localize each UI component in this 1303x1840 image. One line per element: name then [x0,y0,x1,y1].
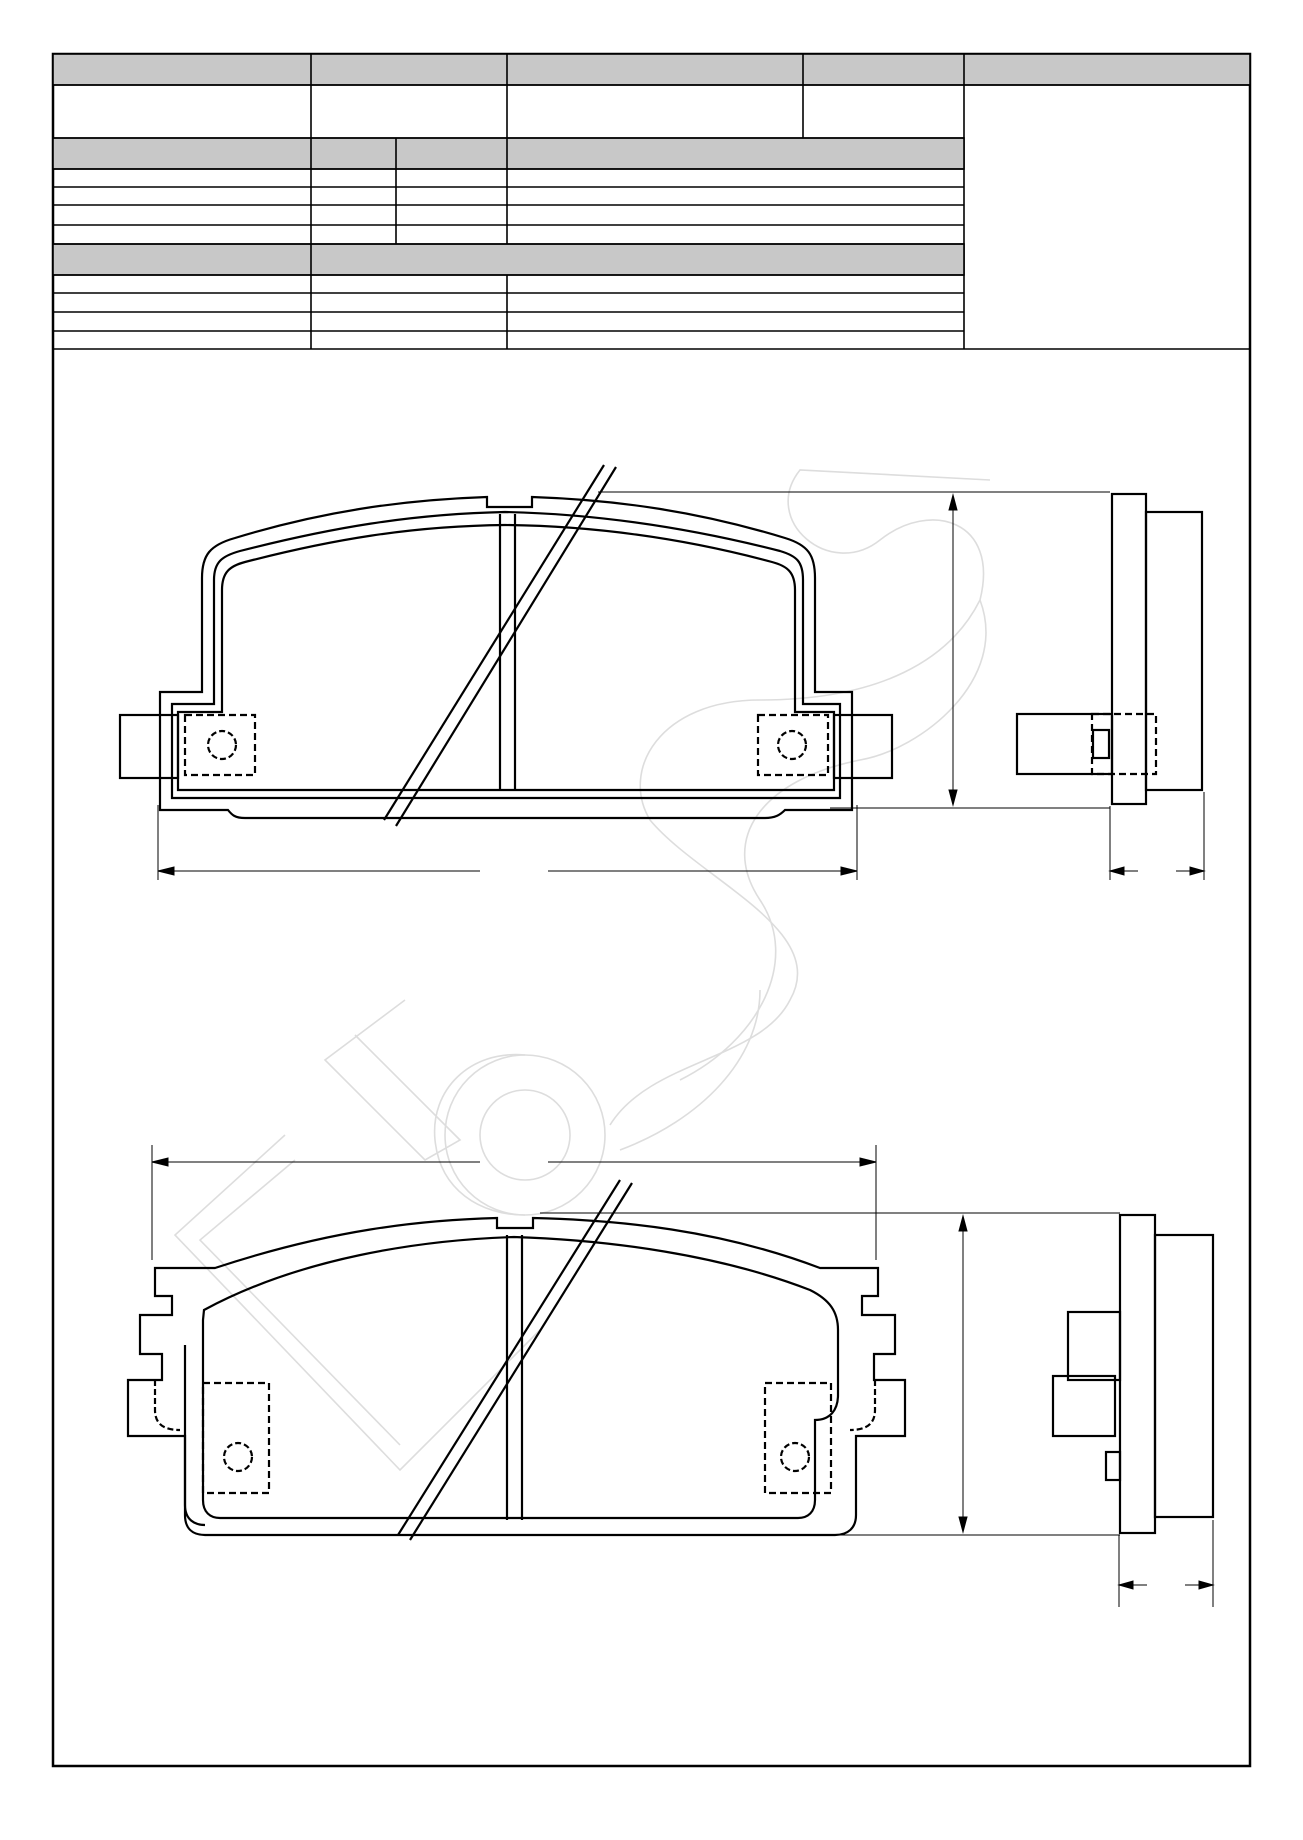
pad-2-front [126,1179,907,1541]
sheet-border [51,52,1252,1768]
header-row-2 [52,137,965,170]
header-row-3 [52,243,965,276]
logo-watermark-icon [173,469,991,1472]
pad-2-dimensions [151,1145,1120,1536]
pad-2-side-dimensions [1117,1520,1215,1607]
header-table [52,53,1251,350]
header-row-1 [52,53,1251,86]
pad-1-front [118,464,894,827]
pad-1-side [1015,492,1204,806]
pad-2-side [1051,1213,1215,1535]
pad-1-side-dimensions [1108,792,1206,880]
pad-1-dimensions [157,491,1110,880]
